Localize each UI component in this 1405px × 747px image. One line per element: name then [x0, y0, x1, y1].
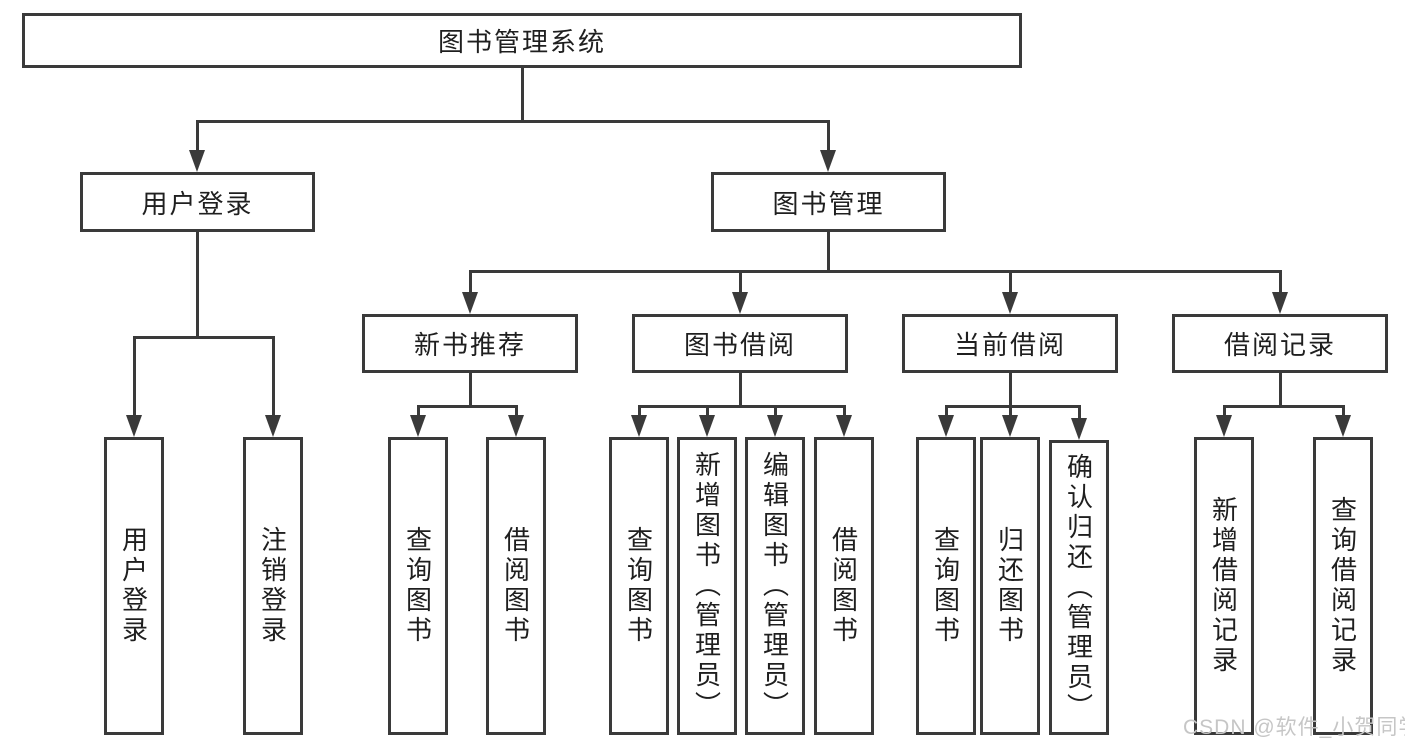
connector-sec2-drop	[1077, 405, 1081, 419]
connector-mgmt-stem	[826, 232, 830, 273]
arrowhead	[1272, 292, 1288, 314]
connector-root-drop-right	[826, 120, 830, 152]
connector-mgmt-drop	[1008, 270, 1012, 294]
connector-sec2-drop	[944, 405, 948, 416]
connector-sec0-bar	[416, 405, 518, 408]
connector-sec3-stem	[1278, 373, 1282, 408]
leaf-return-books: 归还图书	[980, 437, 1040, 735]
node-book-management-label: 图书管理	[772, 188, 885, 219]
connector-sec1-stem	[738, 373, 742, 408]
arrowhead	[189, 150, 205, 172]
arrowhead	[1335, 415, 1351, 437]
leaf-query-borrow-record: 查询借阅记录	[1313, 437, 1373, 735]
connector-sec2-bar	[944, 405, 1081, 408]
node-root-label: 图书管理系统	[437, 27, 606, 57]
arrowhead	[126, 415, 142, 437]
leaf-borrow-books-recommend-label: 借阅图书	[500, 526, 531, 646]
arrowhead	[1071, 418, 1087, 440]
leaf-add-borrow-record-label: 新增借阅记录	[1208, 496, 1239, 676]
connector-root-drop-left	[195, 120, 199, 152]
connector-sec2-drop	[1008, 405, 1012, 416]
leaf-user-login-label: 用户登录	[118, 526, 149, 646]
arrowhead	[631, 415, 647, 437]
arrowhead	[836, 415, 852, 437]
node-borrowing-records: 借阅记录	[1172, 314, 1388, 373]
node-borrowing-records-label: 借阅记录	[1223, 330, 1336, 360]
leaf-add-borrow-record: 新增借阅记录	[1194, 437, 1254, 735]
connector-sec0-drop	[416, 405, 420, 416]
arrowhead	[1002, 415, 1018, 437]
leaf-edit-book-admin: 编辑图书（管理员）	[745, 437, 805, 735]
connector-login-drop	[132, 336, 136, 416]
leaf-borrow-books-recommend: 借阅图书	[486, 437, 546, 735]
leaf-query-books-recommend: 查询图书	[388, 437, 448, 735]
leaf-add-book-admin: 新增图书（管理员）	[677, 437, 737, 735]
arrowhead	[732, 292, 748, 314]
node-book-borrowing-label: 图书借阅	[683, 330, 796, 360]
leaf-confirm-return-admin: 确认归还（管理员）	[1049, 440, 1109, 735]
csdn-watermark: CSDN @软件_小贺同学	[1183, 716, 1405, 739]
node-root: 图书管理系统	[22, 13, 1022, 68]
connector-mgmt-drop	[1278, 270, 1282, 294]
node-new-book-recommendation-label: 新书推荐	[413, 330, 526, 360]
leaf-user-login: 用户登录	[104, 437, 164, 735]
connector-login-stem	[195, 232, 199, 339]
connector-sec3-bar	[1222, 405, 1345, 408]
node-book-borrowing: 图书借阅	[632, 314, 848, 373]
leaf-query-borrow-record-label: 查询借阅记录	[1327, 496, 1358, 676]
connector-mgmt-drop	[468, 270, 472, 294]
arrowhead	[1216, 415, 1232, 437]
connector-sec0-drop	[514, 405, 518, 416]
leaf-query-books-current-label: 查询图书	[930, 526, 961, 646]
arrowhead	[265, 415, 281, 437]
leaf-add-book-admin-label: 新增图书（管理员）	[691, 451, 722, 721]
node-current-borrowing-label: 当前借阅	[953, 330, 1066, 360]
connector-root-bar	[195, 120, 830, 123]
connector-sec3-drop	[1222, 405, 1226, 416]
leaf-return-books-label: 归还图书	[994, 526, 1025, 646]
connector-sec1-drop	[705, 405, 709, 416]
node-user-login-label: 用户登录	[141, 188, 254, 219]
leaf-query-books-recommend-label: 查询图书	[402, 526, 433, 646]
arrowhead	[1002, 292, 1018, 314]
connector-login-bar	[132, 336, 275, 339]
connector-sec1-drop	[637, 405, 641, 416]
leaf-edit-book-admin-label: 编辑图书（管理员）	[759, 451, 790, 721]
node-new-book-recommendation: 新书推荐	[362, 314, 578, 373]
arrowhead	[410, 415, 426, 437]
connector-mgmt-bar	[468, 270, 1282, 273]
arrowhead	[699, 415, 715, 437]
leaf-confirm-return-admin-label: 确认归还（管理员）	[1063, 452, 1094, 723]
connector-sec1-drop	[842, 405, 846, 416]
connector-sec1-drop	[773, 405, 777, 416]
node-current-borrowing: 当前借阅	[902, 314, 1118, 373]
arrowhead	[767, 415, 783, 437]
leaf-borrow-books-borrowing: 借阅图书	[814, 437, 874, 735]
connector-root-stem	[520, 68, 524, 122]
node-book-management: 图书管理	[711, 172, 946, 232]
connector-sec0-stem	[468, 373, 472, 408]
connector-sec2-stem	[1008, 373, 1012, 408]
leaf-query-books-borrowing-label: 查询图书	[623, 526, 654, 646]
arrowhead	[820, 150, 836, 172]
connector-sec3-drop	[1341, 405, 1345, 416]
arrowhead	[462, 292, 478, 314]
connector-login-drop	[271, 336, 275, 416]
connector-mgmt-drop	[738, 270, 742, 294]
leaf-query-books-borrowing: 查询图书	[609, 437, 669, 735]
leaf-logout: 注销登录	[243, 437, 303, 735]
leaf-query-books-current: 查询图书	[916, 437, 976, 735]
node-user-login: 用户登录	[80, 172, 315, 232]
connector-sec1-bar	[637, 405, 846, 408]
arrowhead	[938, 415, 954, 437]
leaf-logout-label: 注销登录	[257, 526, 288, 646]
leaf-borrow-books-borrowing-label: 借阅图书	[828, 526, 859, 646]
arrowhead	[508, 415, 524, 437]
